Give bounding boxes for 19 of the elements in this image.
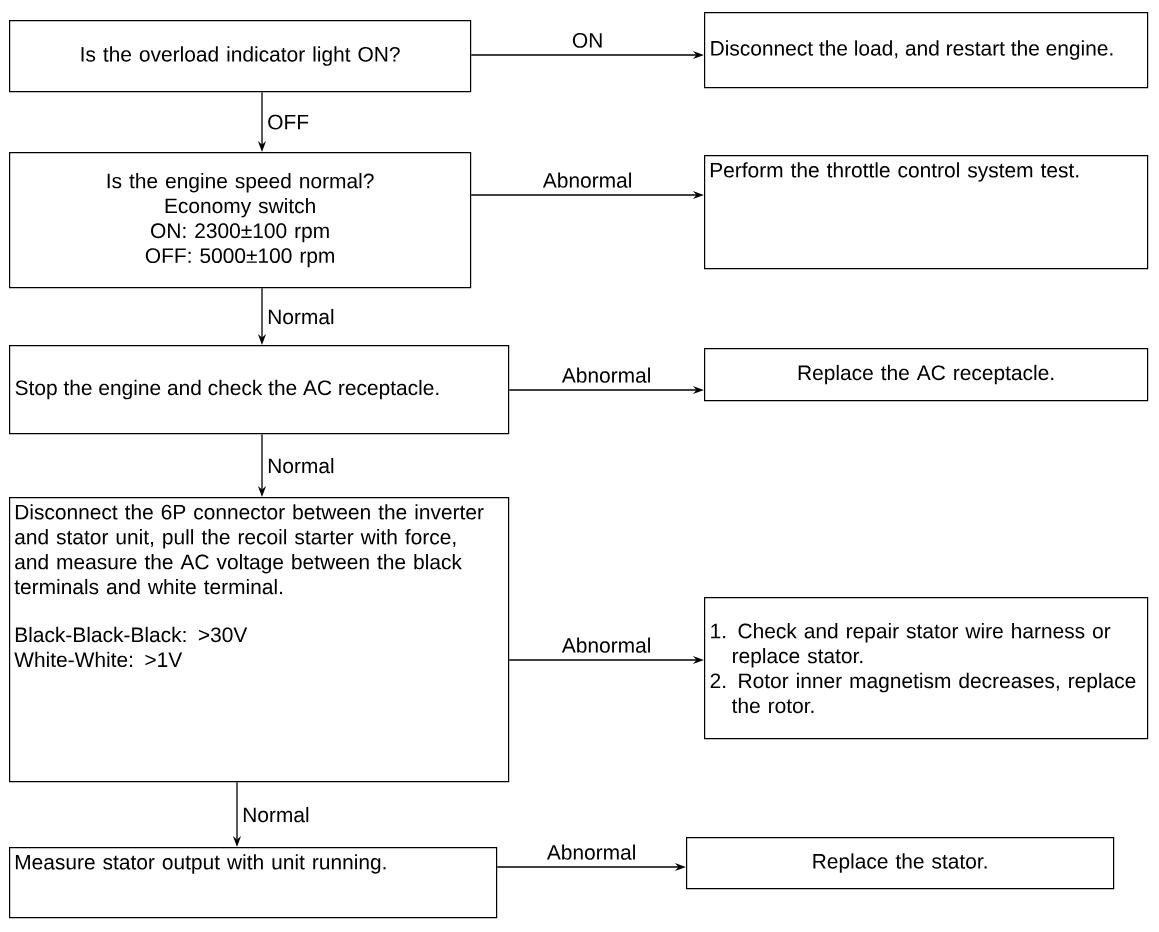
decision-box: Disconnect the 6P connector between the inverter and stator unit, pull the recoil starter with force, and measure the AC voltage between the black terminals and white terminal. Black-Black-Black: >30V White-White: >1V: [9, 497, 510, 783]
edge-label: Abnormal: [557, 633, 656, 657]
edge-label: OFF: [264, 111, 313, 133]
edge-label: Normal: [264, 454, 338, 477]
process-box: Disconnect the load, and restart the engine.: [704, 12, 1149, 89]
edge-label: ON: [567, 29, 608, 52]
decision-box: Is the engine speed normal? Economy switch ON: 2300±100 rpm OFF: 5000±100 rpm: [9, 152, 472, 289]
process-box: Replace the AC receptacle.: [704, 348, 1149, 402]
process-box: 1. Check and repair stator wire harness or replace stator. 2. Rotor inner magnetism decreases, replace the rotor.: [704, 597, 1149, 740]
process-box: Perform the throttle control system test.: [704, 155, 1149, 270]
decision-box: Stop the engine and check the AC receptacle.: [9, 345, 510, 435]
edge-label: Normal: [264, 305, 338, 328]
edge-label: Abnormal: [557, 363, 656, 387]
decision-box: Is the overload indicator light ON?: [9, 20, 472, 93]
decision-box: Measure stator output with unit running.: [9, 847, 498, 919]
edge-label: Abnormal: [538, 168, 637, 192]
edge-label: Normal: [239, 803, 313, 826]
edge-label: Abnormal: [542, 840, 641, 864]
process-box: Replace the stator.: [686, 837, 1115, 890]
